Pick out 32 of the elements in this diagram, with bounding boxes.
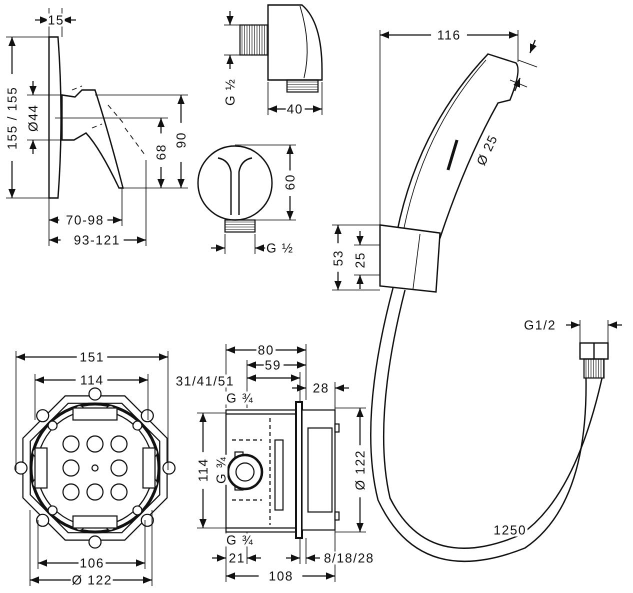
dimension-label: 116 — [436, 28, 462, 42]
dimension-label: 1250 — [492, 524, 528, 536]
dimension-label: 59 — [264, 358, 282, 372]
dimension-label: 108 — [268, 570, 294, 582]
dimension-label: 25 — [354, 250, 366, 270]
dimension-label: G ¾ — [225, 392, 255, 404]
dimension-label: Ø 122 — [354, 448, 366, 492]
dimension-label: 8/18/28 — [322, 552, 376, 564]
dimension-label: 93-121 — [72, 234, 122, 246]
dimension-label: G1/2 — [522, 318, 558, 332]
dimension-label: 21 — [228, 552, 246, 564]
dimension-label: G ½ — [265, 242, 295, 254]
dimension-label: G ¾ — [214, 455, 228, 485]
dimension-label: Ø 122 — [70, 574, 114, 586]
dimension-label: 70-98 — [64, 214, 106, 226]
dimension-label: 53 — [332, 248, 344, 268]
dimension-label: 155 / 155 — [6, 85, 18, 151]
dimension-label: G ½ — [224, 77, 236, 107]
dimension-label: 60 — [284, 172, 296, 192]
dimension-label: G ¾ — [225, 534, 255, 546]
dimension-label: 15 — [46, 14, 66, 26]
dimension-label: 114 — [196, 457, 210, 483]
dimension-label: 151 — [78, 350, 106, 364]
dimension-label: 28 — [312, 382, 330, 394]
dimension-label: 40 — [286, 102, 304, 116]
dimension-label: Ø44 — [26, 103, 40, 133]
dimension-label: 114 — [79, 374, 105, 386]
dimension-label: 90 — [174, 130, 188, 150]
dimension-label: 106 — [78, 556, 106, 570]
dimension-label: 31/41/51 — [174, 374, 236, 388]
dimension-label: 68 — [154, 142, 168, 162]
dimension-label: 80 — [256, 344, 276, 356]
